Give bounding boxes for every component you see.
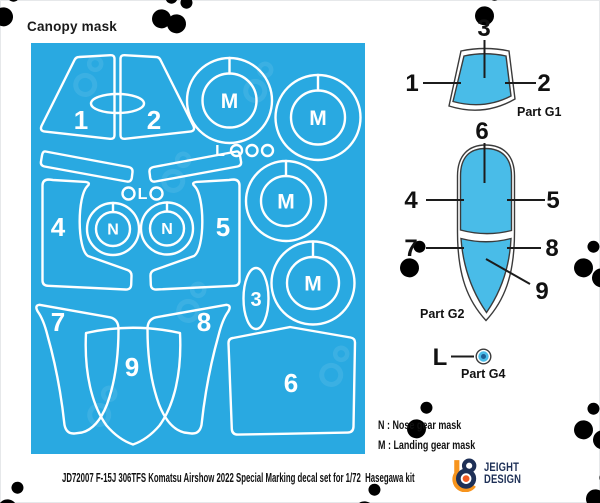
watermark-logo-icon xyxy=(0,478,34,503)
svg-text:M: M xyxy=(221,90,239,113)
shape-6-label: 6 xyxy=(284,368,298,398)
small-dot-masks: L xyxy=(121,186,164,203)
brand-logo: JEIGHT DESIGN xyxy=(446,457,529,492)
mask-dot xyxy=(260,143,275,158)
part-g4-diagram: L Part G4 xyxy=(433,344,506,381)
small-mask-label: L xyxy=(215,143,225,160)
part-g2-glass-lower xyxy=(460,237,512,314)
legend-landing-gear: M : Landing gear mask xyxy=(378,440,476,452)
watermark-logo-icon xyxy=(159,0,203,37)
product-caption: JD72007 F-15J 306TFS Komatsu Airshow 202… xyxy=(62,470,415,485)
shape-3-label: 3 xyxy=(250,289,261,311)
callout-2: 2 xyxy=(537,70,550,97)
part-g2-glass-upper xyxy=(459,147,513,235)
watermark-logo-icon xyxy=(144,0,188,32)
mask-sheet-panel: 1 2 M M M M L xyxy=(31,43,365,454)
mask-dot xyxy=(245,143,259,158)
mask-strip-left xyxy=(39,150,134,183)
mask-shape-3 xyxy=(242,266,270,331)
callout-1: 1 xyxy=(405,70,418,97)
svg-text:M: M xyxy=(277,191,295,214)
mask-shape-5 xyxy=(149,178,241,291)
svg-text:M: M xyxy=(304,273,322,296)
small-mask-label: L xyxy=(138,186,148,203)
part-g4-label: Part G4 xyxy=(461,367,506,381)
shape-1-label: 1 xyxy=(74,105,88,135)
brand-name-bottom: DESIGN xyxy=(484,473,522,486)
mask-dot xyxy=(229,143,244,158)
part-g1-diagram: 3 1 2 Part G1 xyxy=(405,15,561,119)
callout-6: 6 xyxy=(475,118,488,145)
part-g4-dot-center xyxy=(481,354,486,359)
part-g2-label: Part G2 xyxy=(420,307,465,321)
nose-gear-mask: N xyxy=(85,201,141,257)
landing-gear-mask: M xyxy=(244,159,328,243)
page-title: Canopy mask xyxy=(27,19,117,34)
callout-8: 8 xyxy=(545,235,558,262)
mask-shape-8 xyxy=(146,303,231,435)
brand-name-top: JEIGHT xyxy=(484,462,520,474)
landing-gear-mask: M xyxy=(270,240,356,326)
landing-gear-mask: M xyxy=(274,73,362,162)
nose-gear-mask: N xyxy=(139,201,195,256)
watermark-logo-icon xyxy=(0,0,30,30)
mask-shape-4 xyxy=(41,178,133,291)
shape-4-label: 4 xyxy=(51,212,66,242)
shape-5-label: 5 xyxy=(216,212,230,242)
mask-ellipse-center xyxy=(89,92,146,115)
shape-2-label: 2 xyxy=(147,105,161,135)
mask-dot xyxy=(149,186,164,201)
landing-gear-mask: M xyxy=(185,56,274,145)
shape-8-label: 8 xyxy=(197,307,211,337)
legend-nose-gear: N : Nose gear mask xyxy=(378,420,462,432)
callout-5: 5 xyxy=(546,187,559,214)
watermark-logo-icon xyxy=(566,399,600,443)
part-g2-diagram: 6 4 5 7 8 9 Part G2 xyxy=(404,118,560,322)
mask-shape-1 xyxy=(39,53,116,141)
callout-9: 9 xyxy=(535,278,548,305)
watermark-logo-icon xyxy=(585,409,600,453)
watermark-logo-icon xyxy=(578,468,600,503)
shape-7-label: 7 xyxy=(51,307,65,337)
brand-mark-icon xyxy=(452,458,477,492)
callout-7: 7 xyxy=(404,235,417,262)
mask-shape-9 xyxy=(84,326,182,446)
small-dot-masks: L xyxy=(215,143,275,160)
part-diagrams: 3 1 2 Part G1 6 4 5 7 8 9 Part G2 xyxy=(404,15,561,381)
mask-shape-7 xyxy=(35,303,120,435)
svg-text:M: M xyxy=(309,107,327,130)
brand-name: JEIGHT DESIGN xyxy=(484,462,522,486)
part-g1-label: Part G1 xyxy=(517,105,562,119)
callout-4: 4 xyxy=(404,187,418,214)
part-g1-glass xyxy=(452,53,512,106)
mask-strip-right xyxy=(148,150,243,183)
callout-3: 3 xyxy=(477,15,490,42)
mask-shape-6 xyxy=(227,325,357,436)
callout-line-9 xyxy=(485,258,531,285)
mask-shape-2 xyxy=(119,53,196,141)
callout-l: L xyxy=(433,344,448,371)
mask-dot xyxy=(121,186,136,201)
shape-9-label: 9 xyxy=(125,352,139,382)
svg-text:N: N xyxy=(161,221,173,238)
svg-text:N: N xyxy=(107,222,119,239)
